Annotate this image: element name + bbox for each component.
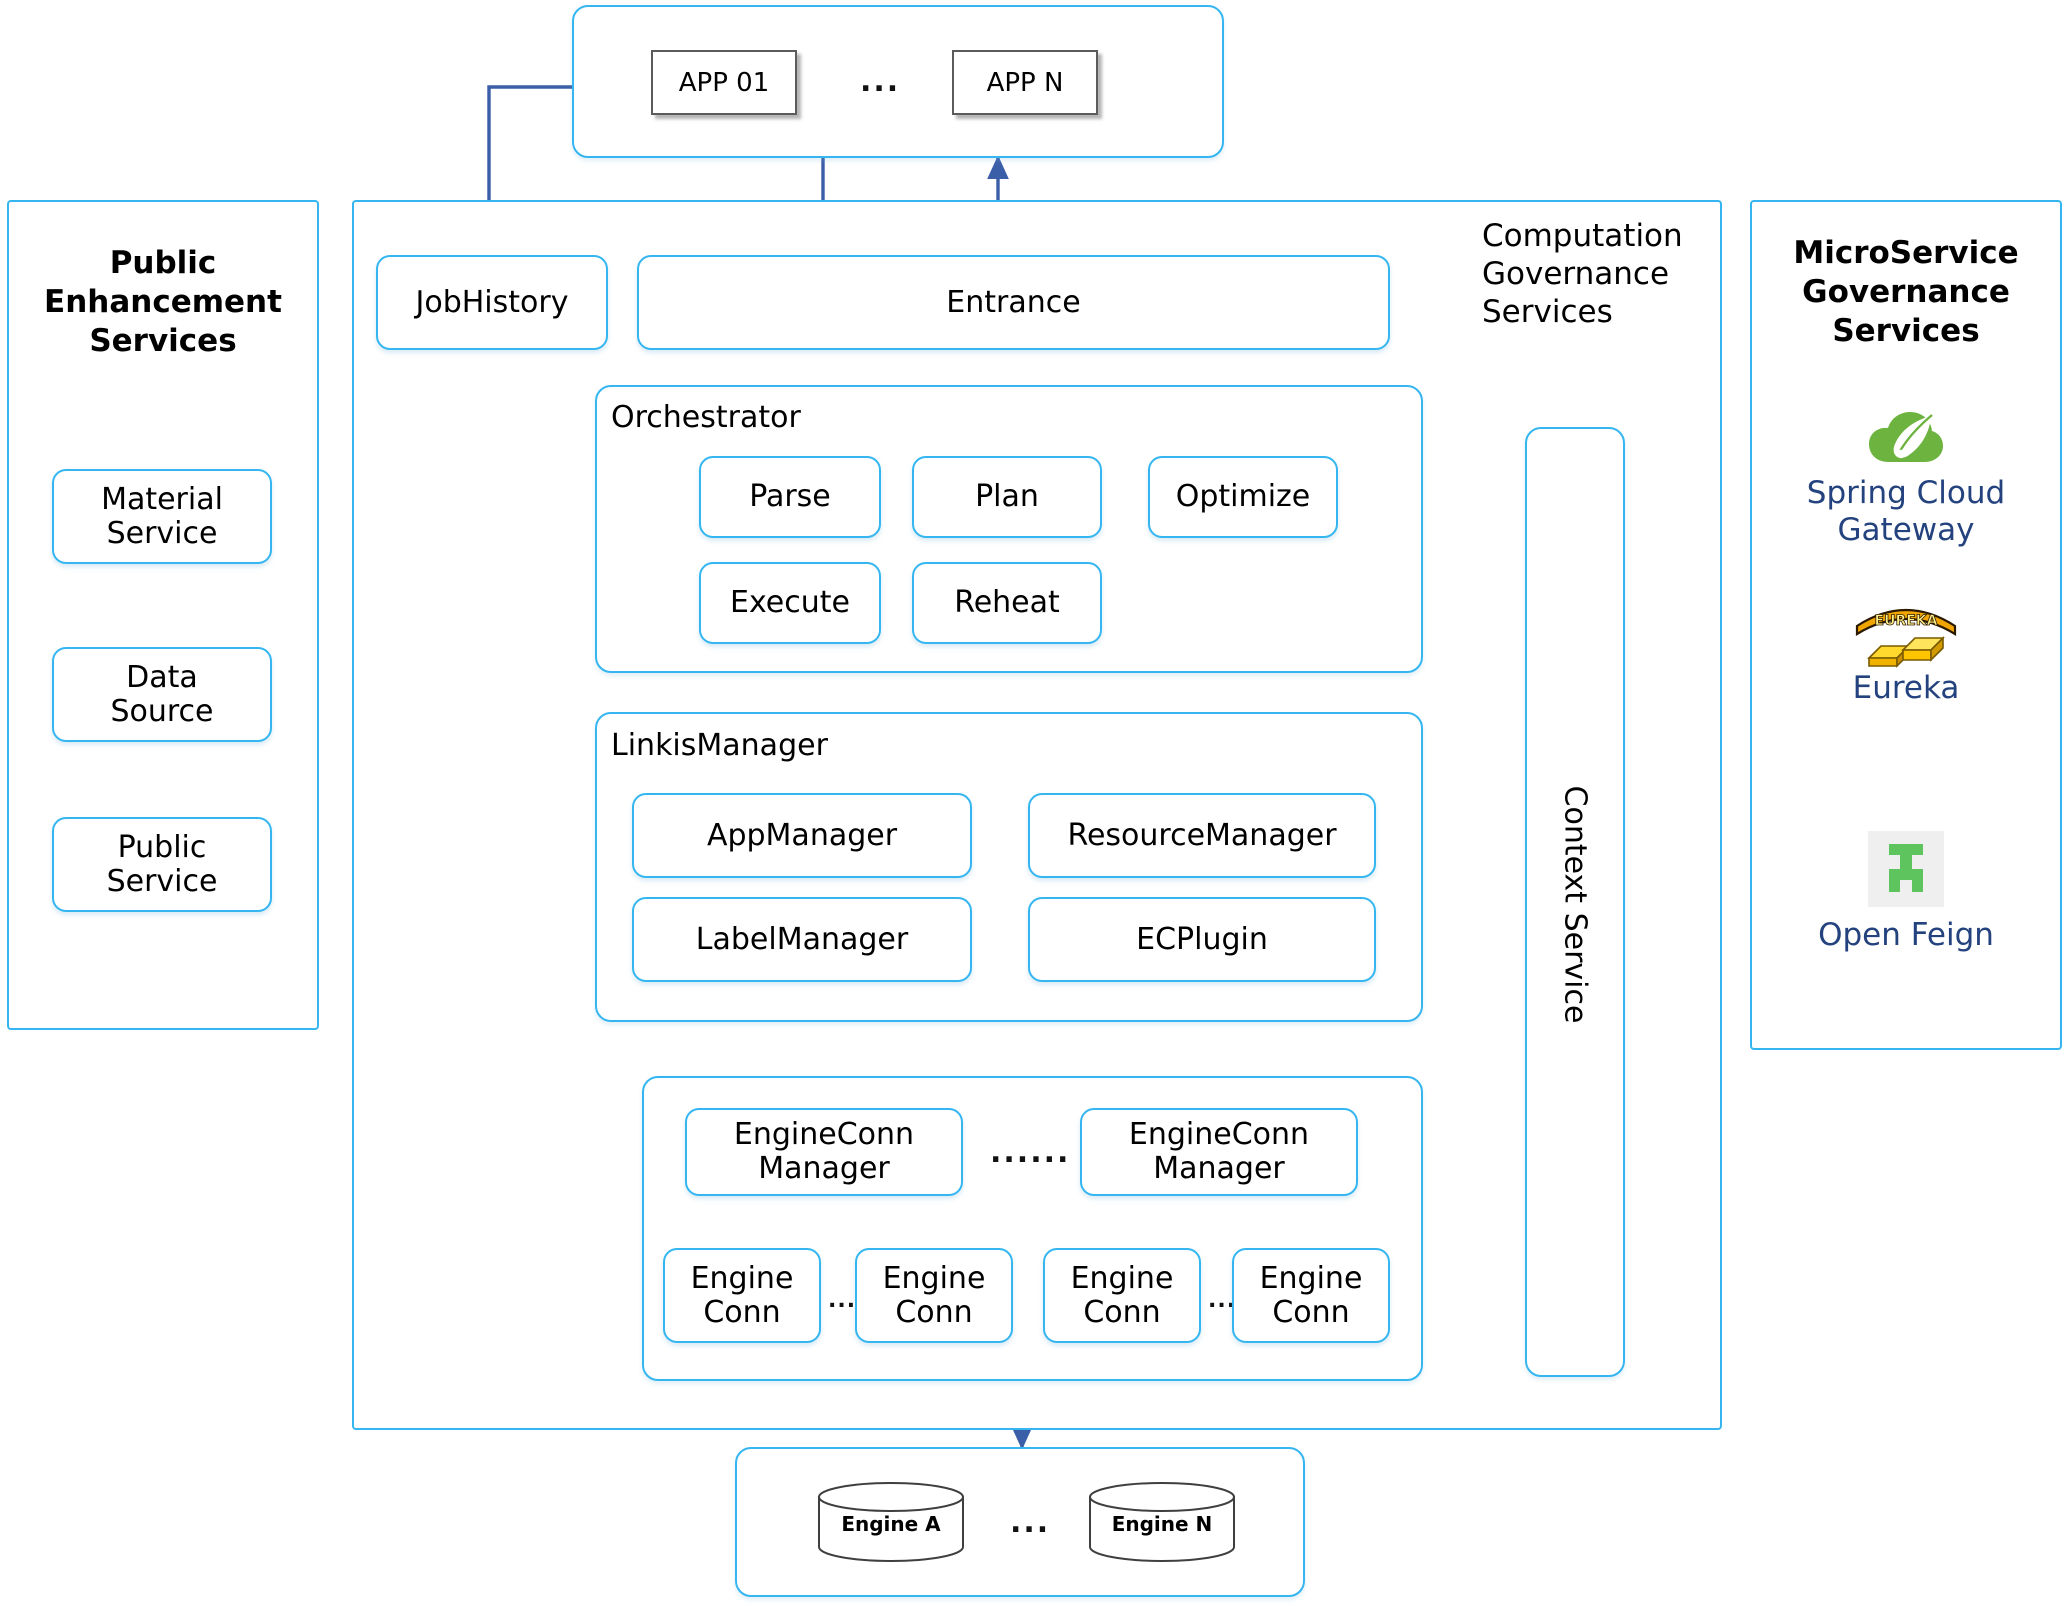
resource-manager-label: ResourceManager <box>1067 817 1337 853</box>
scg-line-2: Gateway <box>1837 512 1975 549</box>
service-eureka[interactable]: EUREKA Eureka <box>1752 602 2060 707</box>
eureka-line-1: Eureka <box>1852 670 1960 706</box>
data-source-box[interactable]: Data Source <box>52 647 272 742</box>
orchestrator-stage-plan[interactable]: Plan <box>912 456 1102 538</box>
cgs-title-line-2: Governance <box>1482 255 1670 292</box>
context-service-label: Context Service <box>1557 785 1593 1024</box>
engine-a-cylinder[interactable]: Engine A <box>816 1482 966 1562</box>
public-service-label-2: Service <box>106 863 218 899</box>
mgs-title-line-3: Services <box>1832 312 1980 349</box>
app-ellipsis: ... <box>860 64 901 99</box>
app-box-n[interactable]: APP N <box>952 50 1098 115</box>
ecm-2-label-1: EngineConn <box>1128 1117 1310 1153</box>
orchestrator-label: Orchestrator <box>611 400 801 435</box>
spring-cloud-gateway-label: Spring Cloud Gateway <box>1752 475 2060 549</box>
open-feign-label: Open Feign <box>1752 917 2060 954</box>
engine-n-label: Engine N <box>1111 1512 1213 1536</box>
engine-conn-manager-ellipsis: ...... <box>990 1135 1071 1170</box>
execute-label: Execute <box>730 585 850 621</box>
scg-line-1: Spring Cloud <box>1806 475 2006 511</box>
engine-conn-manager-box-2[interactable]: EngineConn Manager <box>1080 1108 1358 1196</box>
mgs-title-line-1: MicroService <box>1793 235 2019 271</box>
microservice-governance-services-panel: MicroService Governance Services Spring … <box>1750 200 2062 1050</box>
label-manager-box[interactable]: LabelManager <box>632 897 972 982</box>
eureka-label: Eureka <box>1752 670 2060 707</box>
microservice-governance-services-title: MicroService Governance Services <box>1752 234 2060 350</box>
material-service-label-2: Service <box>106 515 218 551</box>
open-feign-h-icon <box>1752 827 2060 911</box>
parse-label: Parse <box>749 479 831 515</box>
orchestrator-stage-execute[interactable]: Execute <box>699 562 881 644</box>
app-layer-container <box>572 5 1224 158</box>
material-service-box[interactable]: Material Service <box>52 469 272 564</box>
job-history-label: JobHistory <box>415 284 569 320</box>
cylinder-shape-a <box>818 1482 964 1562</box>
label-manager-label: LabelManager <box>695 921 909 957</box>
app-box-n-label: APP N <box>986 67 1064 98</box>
mgs-title-line-2: Governance <box>1802 273 2010 310</box>
reheat-label: Reheat <box>954 585 1060 621</box>
feign-line-1: Open Feign <box>1818 917 1994 953</box>
pes-title-line-2: Enhancement <box>44 283 282 320</box>
public-enhancement-services-title: Public Enhancement Services <box>9 244 317 360</box>
context-service-box[interactable] <box>1525 427 1625 1377</box>
ec-plugin-box[interactable]: ECPlugin <box>1028 897 1376 982</box>
ecm-1-label-2: Manager <box>758 1151 890 1186</box>
service-open-feign[interactable]: Open Feign <box>1752 827 2060 954</box>
engine-n-cylinder[interactable]: Engine N <box>1087 1482 1237 1562</box>
ec-plugin-label: ECPlugin <box>1136 921 1268 957</box>
engine-conn-box-2[interactable]: Engine Conn <box>855 1248 1013 1343</box>
engine-a-label: Engine A <box>841 1512 941 1536</box>
entrance-box[interactable]: Entrance <box>637 255 1390 350</box>
engine-bottom-ellipsis: ... <box>1010 1505 1051 1540</box>
job-history-box[interactable]: JobHistory <box>376 255 608 350</box>
material-service-label-1: Material <box>101 481 223 517</box>
entrance-label: Entrance <box>946 284 1081 320</box>
resource-manager-box[interactable]: ResourceManager <box>1028 793 1376 878</box>
eureka-gold-bars-icon: EUREKA <box>1752 602 2060 668</box>
public-service-label-1: Public <box>117 829 207 865</box>
app-manager-box[interactable]: AppManager <box>632 793 972 878</box>
ecm-1-label-1: EngineConn <box>733 1117 915 1153</box>
ec-4-label-2: Conn <box>1272 1294 1350 1330</box>
ec-3-label-1: Engine <box>1070 1260 1174 1296</box>
plan-label: Plan <box>975 479 1039 515</box>
app-box-01[interactable]: APP 01 <box>651 50 797 115</box>
computation-governance-services-title: Computation Governance Services <box>1482 218 1683 331</box>
linkis-manager-label: LinkisManager <box>611 728 828 763</box>
data-source-label-1: Data <box>126 659 198 695</box>
public-enhancement-services-panel: Public Enhancement Services Material Ser… <box>7 200 319 1030</box>
ec-3-label-2: Conn <box>1083 1294 1161 1330</box>
ec-1-label-2: Conn <box>703 1294 781 1330</box>
cylinder-shape-n <box>1089 1482 1235 1562</box>
ec-4-label-1: Engine <box>1259 1260 1363 1296</box>
engine-conn-box-3[interactable]: Engine Conn <box>1043 1248 1201 1343</box>
ec-2-label-2: Conn <box>895 1294 973 1330</box>
cgs-title-line-3: Services <box>1482 293 1613 330</box>
service-spring-cloud-gateway[interactable]: Spring Cloud Gateway <box>1752 407 2060 549</box>
app-manager-label: AppManager <box>706 817 898 853</box>
engine-conn-box-4[interactable]: Engine Conn <box>1232 1248 1390 1343</box>
orchestrator-stage-reheat[interactable]: Reheat <box>912 562 1102 644</box>
svg-text:EUREKA: EUREKA <box>1875 613 1938 629</box>
cgs-title-line-1: Computation <box>1482 218 1683 254</box>
engine-conn-manager-box-1[interactable]: EngineConn Manager <box>685 1108 963 1196</box>
public-service-box[interactable]: Public Service <box>52 817 272 912</box>
spring-cloud-leaf-icon <box>1752 407 2060 469</box>
data-source-label-2: Source <box>110 693 214 729</box>
engine-conn-box-1[interactable]: Engine Conn <box>663 1248 821 1343</box>
pes-title-line-1: Public <box>109 245 217 281</box>
app-box-01-label: APP 01 <box>678 67 770 98</box>
ecm-2-label-2: Manager <box>1153 1151 1285 1186</box>
ec-1-label-1: Engine <box>690 1260 794 1296</box>
ec-2-label-1: Engine <box>882 1260 986 1296</box>
optimize-label: Optimize <box>1175 479 1311 515</box>
orchestrator-stage-parse[interactable]: Parse <box>699 456 881 538</box>
pes-title-line-3: Services <box>89 322 237 359</box>
orchestrator-stage-optimize[interactable]: Optimize <box>1148 456 1338 538</box>
